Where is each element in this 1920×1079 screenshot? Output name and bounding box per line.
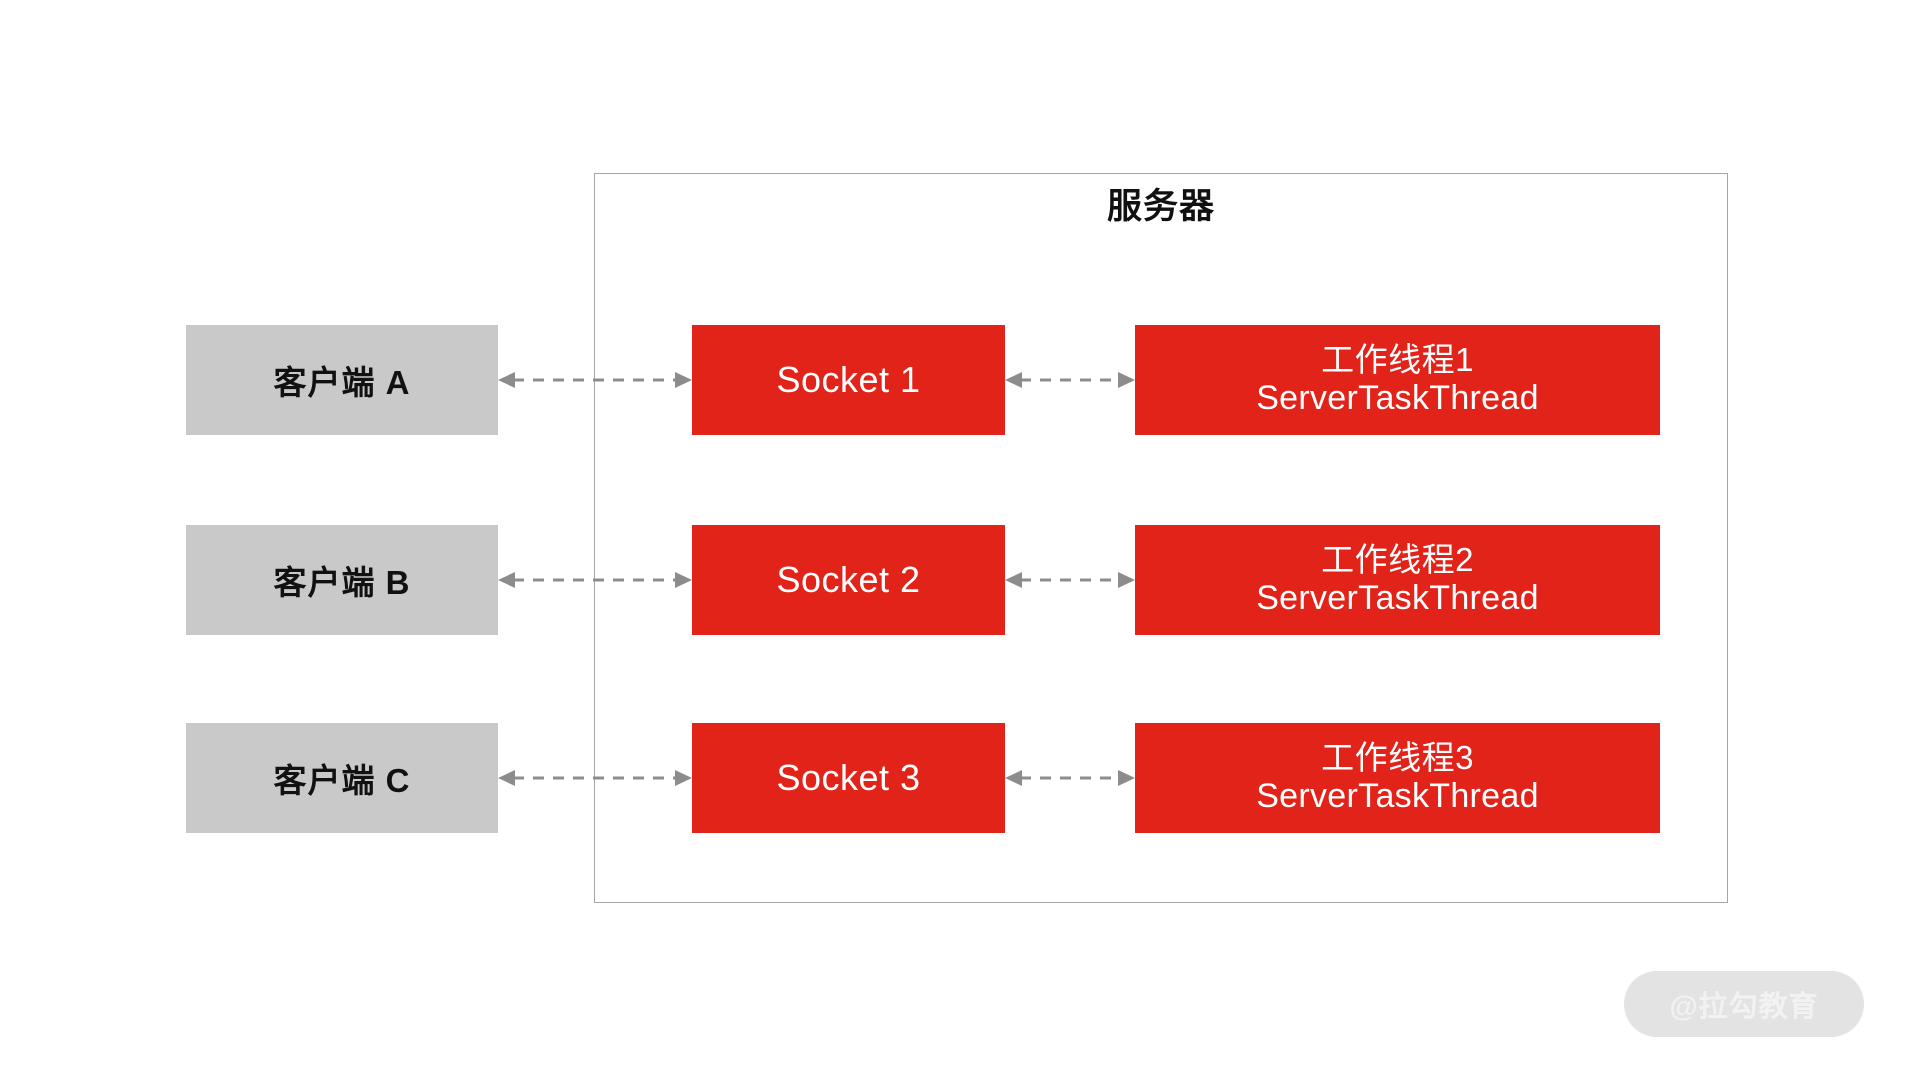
socket-node-3[interactable]: Socket 3 [692,723,1005,833]
socket-label-1: Socket 1 [776,359,921,400]
server-title: 服务器 [1106,187,1215,226]
worker-thread-class-1: ServerTaskThread [1256,379,1539,418]
worker-thread-class-3: ServerTaskThread [1256,777,1539,816]
socket-label-2: Socket 2 [776,559,921,600]
socket-node-2[interactable]: Socket 2 [692,525,1005,635]
worker-thread-title-3: 工作线程3 [1321,739,1474,777]
socket-label-3: Socket 3 [776,757,921,798]
worker-thread-node-1[interactable]: 工作线程1 ServerTaskThread [1135,325,1660,435]
arrow-socket-2-to-thread-2 [1005,569,1135,591]
worker-thread-title-2: 工作线程2 [1321,541,1474,579]
arrow-socket-3-to-thread-3 [1005,767,1135,789]
arrow-socket-1-to-thread-1 [1005,369,1135,391]
client-label-b: 客户端 B [273,564,411,601]
client-label-c: 客户端 C [273,762,411,799]
arrow-client-c-to-socket-3 [498,767,692,789]
arrow-client-a-to-socket-1 [498,369,692,391]
client-label-a: 客户端 A [273,364,411,401]
socket-node-1[interactable]: Socket 1 [692,325,1005,435]
worker-thread-class-2: ServerTaskThread [1256,579,1539,618]
watermark-badge: @拉勾教育 [1624,971,1864,1037]
client-node-a[interactable]: 客户端 A [186,325,498,435]
worker-thread-node-2[interactable]: 工作线程2 ServerTaskThread [1135,525,1660,635]
watermark-text: @拉勾教育 [1669,991,1819,1023]
worker-thread-title-1: 工作线程1 [1321,341,1474,379]
client-node-c[interactable]: 客户端 C [186,723,498,833]
worker-thread-node-3[interactable]: 工作线程3 ServerTaskThread [1135,723,1660,833]
arrow-client-b-to-socket-2 [498,569,692,591]
client-node-b[interactable]: 客户端 B [186,525,498,635]
